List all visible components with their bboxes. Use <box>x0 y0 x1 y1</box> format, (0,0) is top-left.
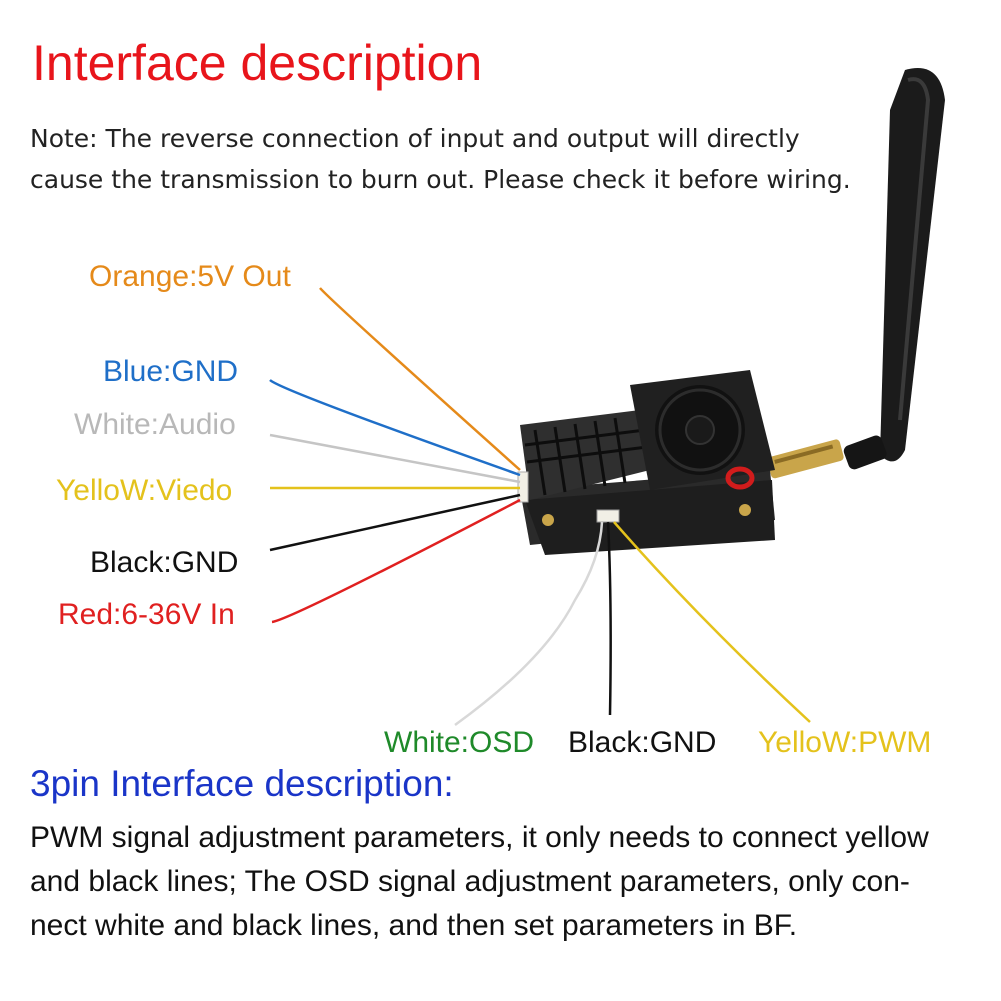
wire-yellow-pwm <box>613 521 811 723</box>
warning-note-line-2: cause the transmission to burn out. Plea… <box>30 165 851 194</box>
yellow-wire-label: YelloW:Viedo <box>56 474 233 507</box>
section-title: 3pin Interface description: <box>30 763 454 804</box>
black-wire-label: Black:GND <box>90 546 239 579</box>
blue-wire-label: Blue:GND <box>103 355 239 388</box>
red-wire-label: Red:6-36V In <box>58 598 235 631</box>
white-wire-label: White:Audio <box>74 408 236 441</box>
wire-blue <box>269 379 521 477</box>
warning-note-line-1: Note: The reverse connection of input an… <box>30 124 800 153</box>
orange-wire-label: Orange:5V Out <box>89 260 291 293</box>
wire-orange <box>319 287 521 471</box>
gnd-wire-label: Black:GND <box>568 726 717 759</box>
page-title: Interface description <box>32 35 483 91</box>
description-line-1: PWM signal adjustment parameters, it onl… <box>30 821 929 854</box>
wire-black-gnd <box>606 521 612 716</box>
left-wires <box>269 287 521 624</box>
video-transmitter-icon <box>517 370 775 555</box>
antenna-icon <box>767 68 945 479</box>
description-line-2: and black lines; The OSD signal adjustme… <box>30 865 910 898</box>
wire-black <box>269 493 521 552</box>
description-line-3: nect white and black lines, and then set… <box>30 909 798 942</box>
wire-red <box>271 498 521 624</box>
osd-wire-label: White:OSD <box>384 726 535 759</box>
bottom-wires <box>454 521 811 727</box>
wire-white <box>269 433 521 484</box>
wire-white-osd <box>454 521 604 727</box>
pwm-wire-label: YelloW:PWM <box>758 726 932 759</box>
